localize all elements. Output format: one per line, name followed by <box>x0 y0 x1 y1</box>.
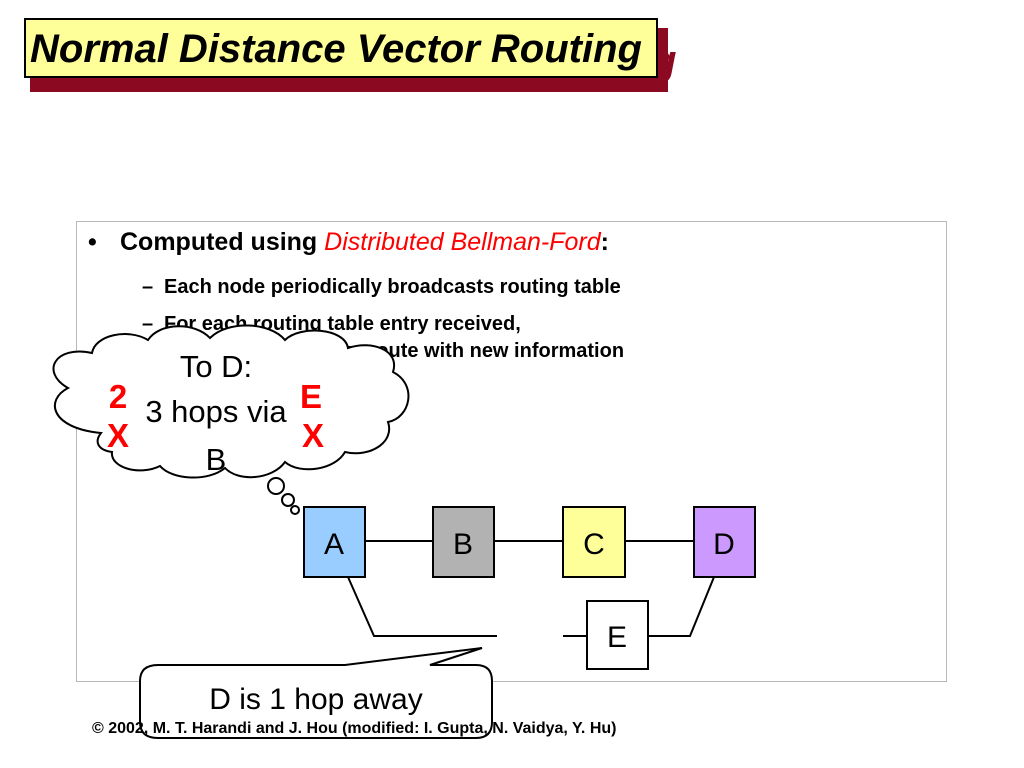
node-a: A <box>303 506 366 578</box>
cross-mark-left: X <box>107 417 129 454</box>
thought-bubble: To D: 3 hops via B 2 X E X <box>52 324 410 515</box>
sub-item: –Each node periodically broadcasts routi… <box>142 274 621 300</box>
sub-dash: – <box>142 276 154 298</box>
node-e-box <box>586 600 649 670</box>
node-e: E <box>586 600 649 670</box>
callout-text: D is 1 hop away <box>209 683 423 716</box>
node-d: D <box>693 506 756 578</box>
node-c-box <box>562 506 626 578</box>
bullet-glyph: • <box>88 228 97 256</box>
bubble-line-3: B <box>206 442 227 477</box>
node-b: B <box>432 506 495 578</box>
node-c: C <box>562 506 626 578</box>
bubble-dot-medium <box>281 493 295 507</box>
bubble-line-1: To D: <box>180 349 252 384</box>
cloud-shape <box>52 324 410 479</box>
node-a-box <box>303 506 366 578</box>
node-c-label: C <box>583 528 605 561</box>
page-title: Normal Distance Vector Routing <box>30 27 642 71</box>
cross-mark-right: X <box>302 417 324 454</box>
footer-copyright: © 2002, M. T. Harandi and J. Hou (modifi… <box>92 720 617 737</box>
bullet-accent: Distributed Bellman-Ford <box>324 228 601 256</box>
callout-bubble <box>139 647 493 739</box>
update-hop-count: 2 <box>109 378 127 415</box>
bullet-item: • Computed using Distributed Bellman-Ford… <box>88 228 609 257</box>
node-b-box <box>432 506 495 578</box>
sub-dash: – <box>142 313 154 335</box>
bullet-trail: : <box>600 228 609 256</box>
node-d-label: D <box>713 528 735 561</box>
bubble-dot-small <box>290 505 300 515</box>
node-e-label: E <box>607 621 627 654</box>
node-a-label: A <box>324 528 344 561</box>
title-box <box>24 18 658 78</box>
link-a-e-left <box>347 576 497 637</box>
sub-text: Each node periodically broadcasts routin… <box>164 276 621 298</box>
node-b-label: B <box>453 528 473 561</box>
bullet-lead: Computed using <box>120 228 325 256</box>
update-next-hop: E <box>300 378 322 415</box>
bubble-dot-large <box>267 477 285 495</box>
links <box>347 540 715 637</box>
link-e-d <box>648 576 715 637</box>
node-d-box <box>693 506 756 578</box>
bubble-line-2: 3 hops via <box>145 394 287 429</box>
